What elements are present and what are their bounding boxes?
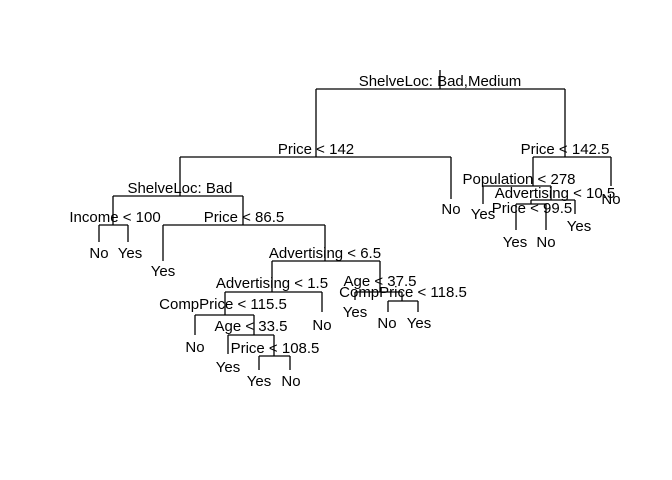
split-label-price-86-5: Price < 86.5: [204, 209, 284, 226]
split-label-price-142: Price < 142: [278, 141, 354, 158]
leaf-label: No: [312, 317, 331, 334]
leaf-label: Yes: [216, 359, 240, 376]
leaf-label: Yes: [503, 234, 527, 251]
split-label-root: ShelveLoc: Bad,Medium: [359, 73, 522, 90]
leaf-label: Yes: [471, 206, 495, 223]
leaf-label: Yes: [151, 263, 175, 280]
leaf-label: No: [281, 373, 300, 390]
split-label-advertising-1-5: Advertising < 1.5: [216, 275, 328, 292]
leaf-label: No: [89, 245, 108, 262]
split-label-population-278: Population < 278: [462, 171, 575, 188]
split-label-price-99-5: Price < 99.5: [492, 200, 572, 217]
leaf-label: No: [377, 315, 396, 332]
leaf-label: No: [441, 201, 460, 218]
split-label-price-142-5: Price < 142.5: [521, 141, 610, 158]
split-label-age-33-5: Age < 33.5: [215, 318, 288, 335]
split-label-age-37-5: Age < 37.5: [344, 273, 417, 290]
leaf-label: No: [185, 339, 204, 356]
split-label-shelveloc-bad: ShelveLoc: Bad: [127, 180, 232, 197]
leaf-label: No: [601, 191, 620, 208]
leaf-label: No: [536, 234, 555, 251]
tree-branches: [98, 70, 612, 370]
leaf-label: Yes: [407, 315, 431, 332]
leaf-label: Yes: [567, 218, 591, 235]
split-label-compprice-115-5: CompPrice < 115.5: [159, 296, 287, 313]
split-label-advertising-10-5: Advertising < 10.5: [495, 185, 616, 202]
tree-labels: ShelveLoc: Bad,Medium Price < 142 Shelve…: [69, 73, 620, 390]
split-label-price-108-5: Price < 108.5: [231, 340, 320, 357]
split-label-income-100: Income < 100: [69, 209, 160, 226]
split-label-advertising-6-5: Advertising < 6.5: [269, 245, 381, 262]
leaf-label: Yes: [247, 373, 271, 390]
leaf-label: Yes: [118, 245, 142, 262]
split-label-compprice-118-5: CompPrice < 118.5: [339, 284, 467, 301]
leaf-label: Yes: [343, 304, 367, 321]
